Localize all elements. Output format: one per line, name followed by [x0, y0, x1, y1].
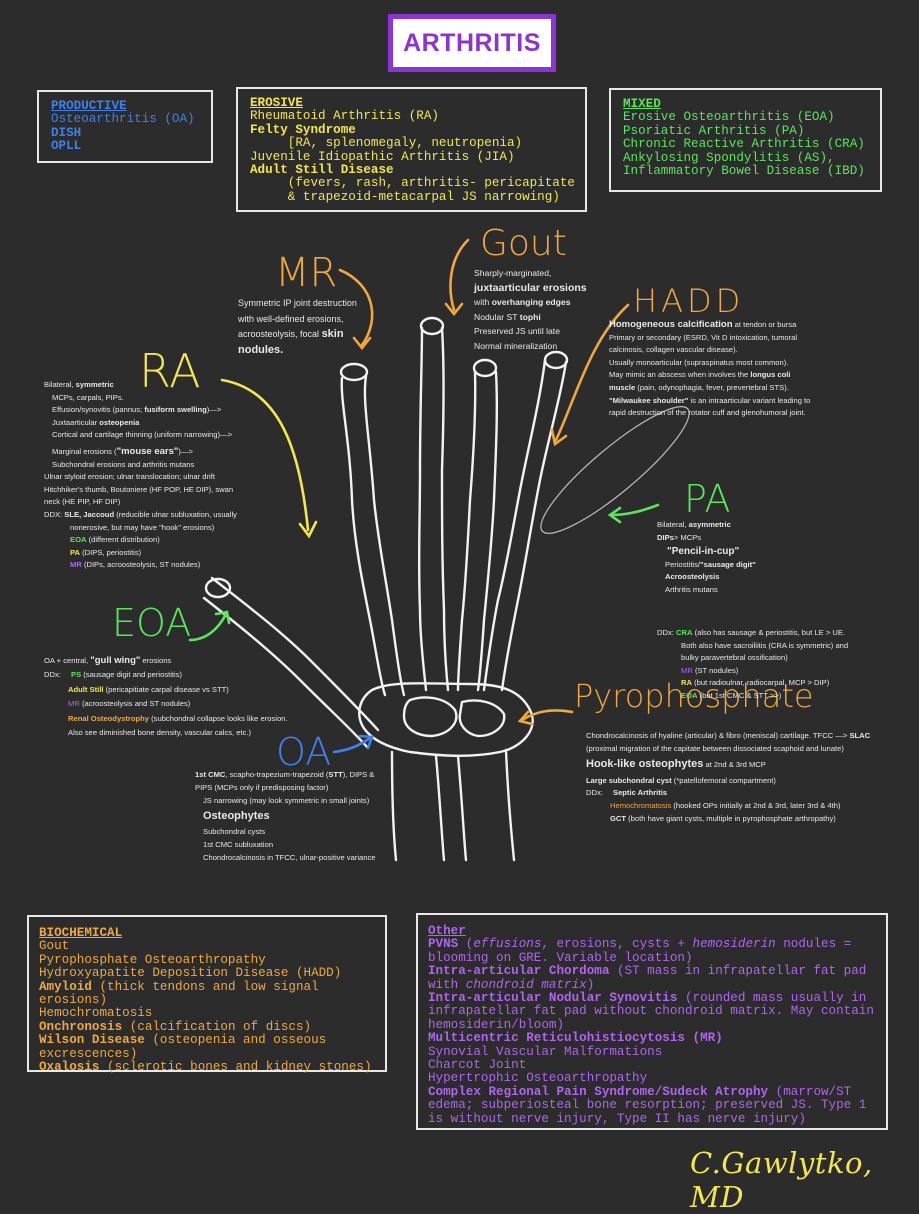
page-title: ARTHRITIS: [403, 28, 541, 57]
pyro-arrow-head: [517, 710, 534, 726]
erosive-line: & trapezoid-metacarpal JS narrowing): [250, 189, 560, 204]
erosive-line: Felty Syndrome: [250, 122, 356, 137]
title-box: ARTHRITIS: [388, 14, 556, 72]
pa-ddx-note: DDx: CRA (also has sausage & periostitis…: [657, 628, 849, 700]
gout-arrow-head: [444, 302, 464, 317]
mixed-item: Psoriatic Arthritis (PA): [623, 123, 805, 138]
ra-arrow: [220, 378, 310, 532]
pa-note: Bilateral, asymmetric DIPs> MCPs "Pencil…: [657, 520, 756, 594]
erosive-box: EROSIVE Rheumatoid Arthritis (RA) Felty …: [236, 87, 587, 212]
eoa-label: EOA: [112, 601, 192, 645]
ra-arrow-head: [298, 520, 318, 539]
biochemical-heading: BIOCHEMICAL: [39, 926, 123, 940]
productive-heading: PRODUCTIVE: [51, 99, 127, 113]
mixed-box: MIXED Erosive Osteoarthritis (EOA) Psori…: [609, 88, 882, 192]
fingertip-bone: [339, 362, 369, 382]
erosive-line: Rheumatoid Arthritis (RA): [250, 109, 439, 124]
erosive-line: (fevers, rash, arthritis- pericapitate: [250, 176, 575, 191]
middle-finger-bone: [476, 370, 499, 692]
mr-note: Symmetric IP joint destruction with well…: [238, 298, 357, 356]
fingertip-bone: [204, 577, 232, 599]
ring-finger-bone: [440, 326, 450, 692]
pa-arrow-head: [607, 506, 622, 524]
pyrophosphate-label: Pyrophosphate: [574, 677, 814, 715]
fingertip-bone: [543, 350, 569, 370]
erosive-line: [RA, splenomegaly, neutropenia): [250, 136, 523, 151]
erosive-heading: EROSIVE: [250, 96, 303, 110]
mr-arrow: [338, 268, 374, 347]
productive-box: PRODUCTIVE Osteoarthritis (OA) DISH OPLL: [37, 90, 213, 163]
eoa-arrow-head: [214, 610, 231, 625]
little-finger-bone: [340, 376, 387, 697]
gout-note: Sharply-marginated, juxtaarticular erosi…: [474, 268, 587, 351]
pyro-arrow: [520, 709, 574, 722]
middle-finger-bone: [456, 370, 477, 692]
index-finger-bone: [482, 358, 547, 692]
eoa-note: OA + central, "gull wing" erosions DDx: …: [44, 655, 288, 738]
productive-item: OPLL: [51, 139, 82, 154]
mixed-item: Ankylosing Spondylitis (AS),: [623, 150, 835, 165]
ra-label: RA: [139, 344, 201, 398]
oa-arrow: [332, 736, 372, 754]
other-heading: Other: [428, 924, 466, 938]
erosive-line: Juvenile Idiopathic Arthritis (JIA): [250, 149, 515, 164]
carpal-bones: [458, 699, 506, 738]
eoa-arrow: [188, 612, 228, 642]
mixed-item: Erosive Osteoarthritis (EOA): [623, 110, 835, 125]
sausage-digit-outline: [540, 406, 690, 534]
oa-arrow-head: [358, 734, 374, 750]
hadd-arrow-head: [550, 428, 568, 447]
other-box: Other PVNS (effusions, erosions, cysts +…: [416, 913, 888, 1130]
productive-item: DISH: [51, 125, 82, 140]
ra-note: Bilateral, symmetric MCPs, carpals, PIPs…: [44, 380, 237, 570]
gout-label: Gout: [480, 223, 567, 264]
mr-label: MR: [275, 250, 338, 296]
gout-arrow: [449, 238, 470, 312]
hadd-arrow: [554, 303, 630, 442]
mr-arrow-head: [352, 336, 372, 351]
carpal-bones: [358, 682, 534, 757]
little-finger-bone: [363, 374, 406, 697]
ring-finger-bone: [417, 326, 428, 692]
signature: C.Gawlytko, MD: [690, 1146, 873, 1214]
oa-note: 1st CMC, scapho-trapezium-trapezoid (STT…: [195, 770, 376, 862]
hadd-label: HADD: [633, 282, 745, 320]
productive-item: Osteoarthritis (OA): [51, 112, 195, 127]
fingertip-bone: [419, 316, 445, 336]
mixed-item: Inflammatory Bowel Disease (IBD): [623, 164, 865, 179]
forearm-bones: [456, 754, 468, 862]
pyrophosphate-note: Chondrocalcinosis of hyaline (articular)…: [586, 731, 871, 823]
carpal-bones: [402, 696, 458, 738]
biochemical-box: BIOCHEMICAL Gout Pyrophosphate Osteoarth…: [27, 915, 387, 1074]
fingertip-bone: [472, 358, 498, 378]
mixed-heading: MIXED: [623, 97, 661, 111]
mixed-item: Chronic Reactive Arthritis (CRA): [623, 137, 865, 152]
pa-arrow: [610, 503, 660, 517]
pa-label: PA: [684, 477, 731, 521]
index-finger-bone: [500, 360, 568, 692]
forearm-bones: [504, 748, 516, 862]
forearm-bones: [390, 750, 398, 862]
oa-label: OA: [276, 730, 332, 774]
hadd-note: Homogeneous calcification at tendon or b…: [609, 319, 811, 418]
erosive-line: Adult Still Disease: [250, 163, 394, 178]
forearm-bones: [434, 754, 446, 862]
